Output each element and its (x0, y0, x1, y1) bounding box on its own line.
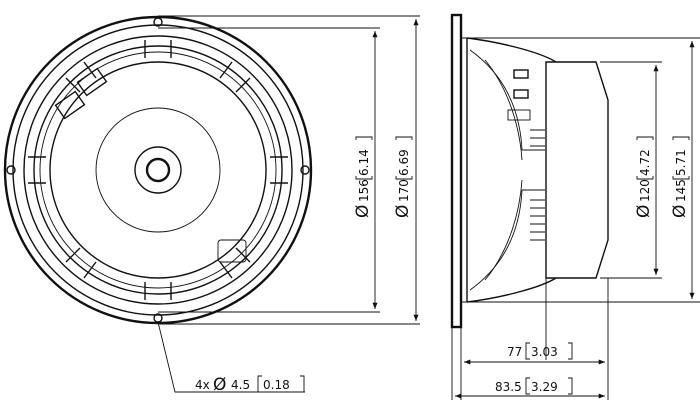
frame-outer-ring (3, 15, 313, 325)
cone-edge (49, 61, 267, 279)
frame-inner-ring (12, 24, 304, 316)
diameter-symbol: Ø (670, 205, 690, 218)
surround-outer (33, 45, 283, 295)
value-mm: 83.5 (495, 380, 522, 394)
magnet-body (545, 61, 609, 279)
mount-hole-left (6, 165, 16, 175)
basket-ring (23, 35, 293, 305)
surround-inner (39, 51, 277, 289)
side-view (450, 13, 700, 400)
basket-ribs (28, 40, 288, 300)
label-total-depth: 83.5 3.29 (495, 377, 573, 395)
dust-cap-outer (134, 146, 182, 194)
label-hole-callout: 4x Ø 4.5 0.18 (195, 375, 305, 395)
terminal-tabs (507, 69, 531, 121)
value-in: 6.14 (357, 149, 371, 176)
mount-hole-right (300, 165, 310, 175)
value-mm: 77 (507, 345, 522, 359)
label-cutout-diameter: Ø 145 5.71 (670, 136, 690, 218)
count-prefix: 4x (195, 378, 210, 392)
mounting-flange (450, 13, 463, 329)
basket-bottom-edge (466, 277, 557, 303)
value-in: 5.71 (674, 149, 688, 176)
label-outer-diameter: Ø 170 6.69 (393, 136, 413, 218)
value-mm: 120 (638, 179, 652, 202)
diameter-symbol: Ø (634, 205, 654, 218)
value-in: 3.03 (531, 345, 558, 359)
value-mm: 170 (397, 179, 411, 202)
motor-plates (530, 129, 545, 241)
label-magnet-diameter: Ø 120 4.72 (634, 136, 654, 218)
value-mm: 156 (357, 179, 371, 202)
basket-top-edge (466, 37, 557, 63)
diameter-symbol: Ø (393, 205, 413, 218)
value-in: 0.18 (263, 378, 290, 392)
diameter-symbol: Ø (213, 375, 226, 395)
front-view (3, 15, 420, 393)
value-mm: 4.5 (231, 378, 250, 392)
mounting-holes (6, 17, 310, 323)
value-in: 4.72 (638, 149, 652, 176)
value-in: 3.29 (531, 380, 558, 394)
label-depth: 77 3.03 (507, 342, 573, 360)
cone-inner (95, 107, 221, 233)
basket-legs (469, 49, 523, 291)
dust-cap-inner (145, 157, 171, 183)
value-in: 6.69 (397, 149, 411, 176)
diameter-symbol: Ø (353, 205, 373, 218)
label-inner-diameter: Ø 156 6.14 (353, 136, 373, 218)
terminal-block (54, 67, 247, 263)
value-mm: 145 (674, 179, 688, 202)
mount-hole-top (153, 17, 163, 27)
